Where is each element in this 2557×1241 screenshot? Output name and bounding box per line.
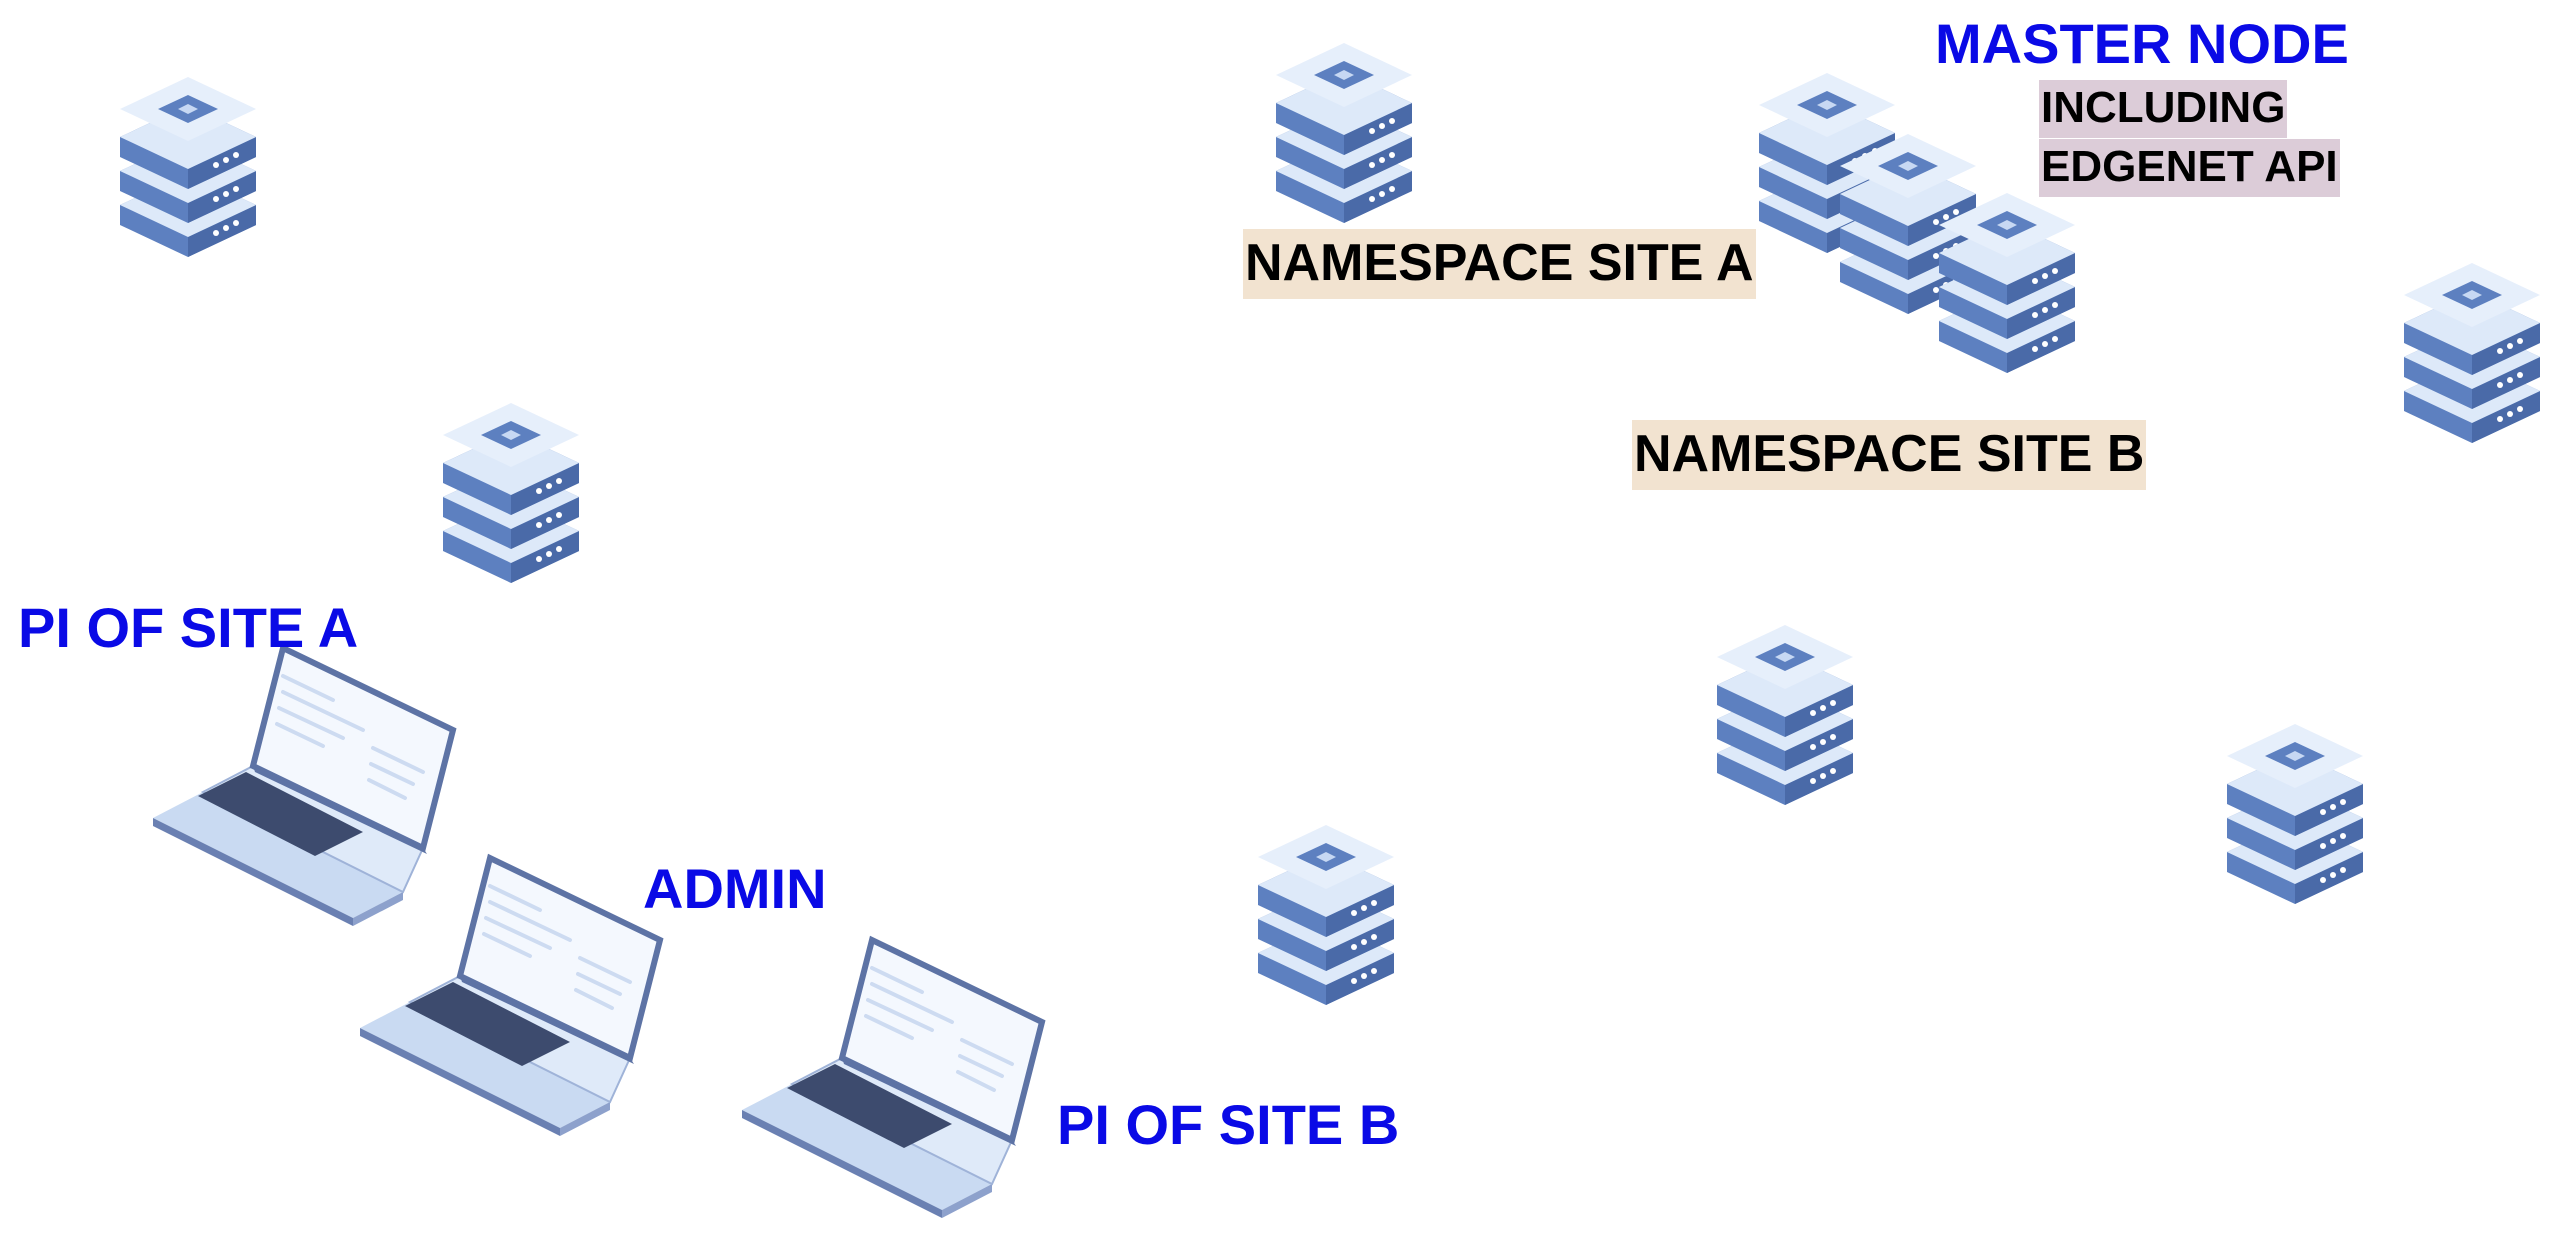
laptop-icon <box>732 940 1032 1220</box>
master-node-label: MASTER NODE <box>1935 12 2349 75</box>
server-icon <box>2225 722 2365 904</box>
admin-label: ADMIN <box>643 857 827 920</box>
server-icon <box>1274 41 1414 223</box>
server-icon <box>1715 623 1855 805</box>
server-icon <box>1256 823 1396 1005</box>
laptop-icon <box>350 858 650 1138</box>
server-icon <box>2402 261 2542 443</box>
server-icon <box>441 401 581 583</box>
server-icon <box>118 75 258 257</box>
namespace-site-b-label: NAMESPACE SITE B <box>1632 420 2147 490</box>
edgenet-api-note: EDGENET API <box>2039 139 2340 197</box>
master-server-icon <box>1937 191 2077 373</box>
pi-site-a-label: PI OF SITE A <box>18 596 359 659</box>
pi-site-b-label: PI OF SITE B <box>1057 1093 1400 1156</box>
including-note: INCLUDING <box>2039 80 2288 138</box>
namespace-site-a-label: NAMESPACE SITE A <box>1243 229 1756 299</box>
